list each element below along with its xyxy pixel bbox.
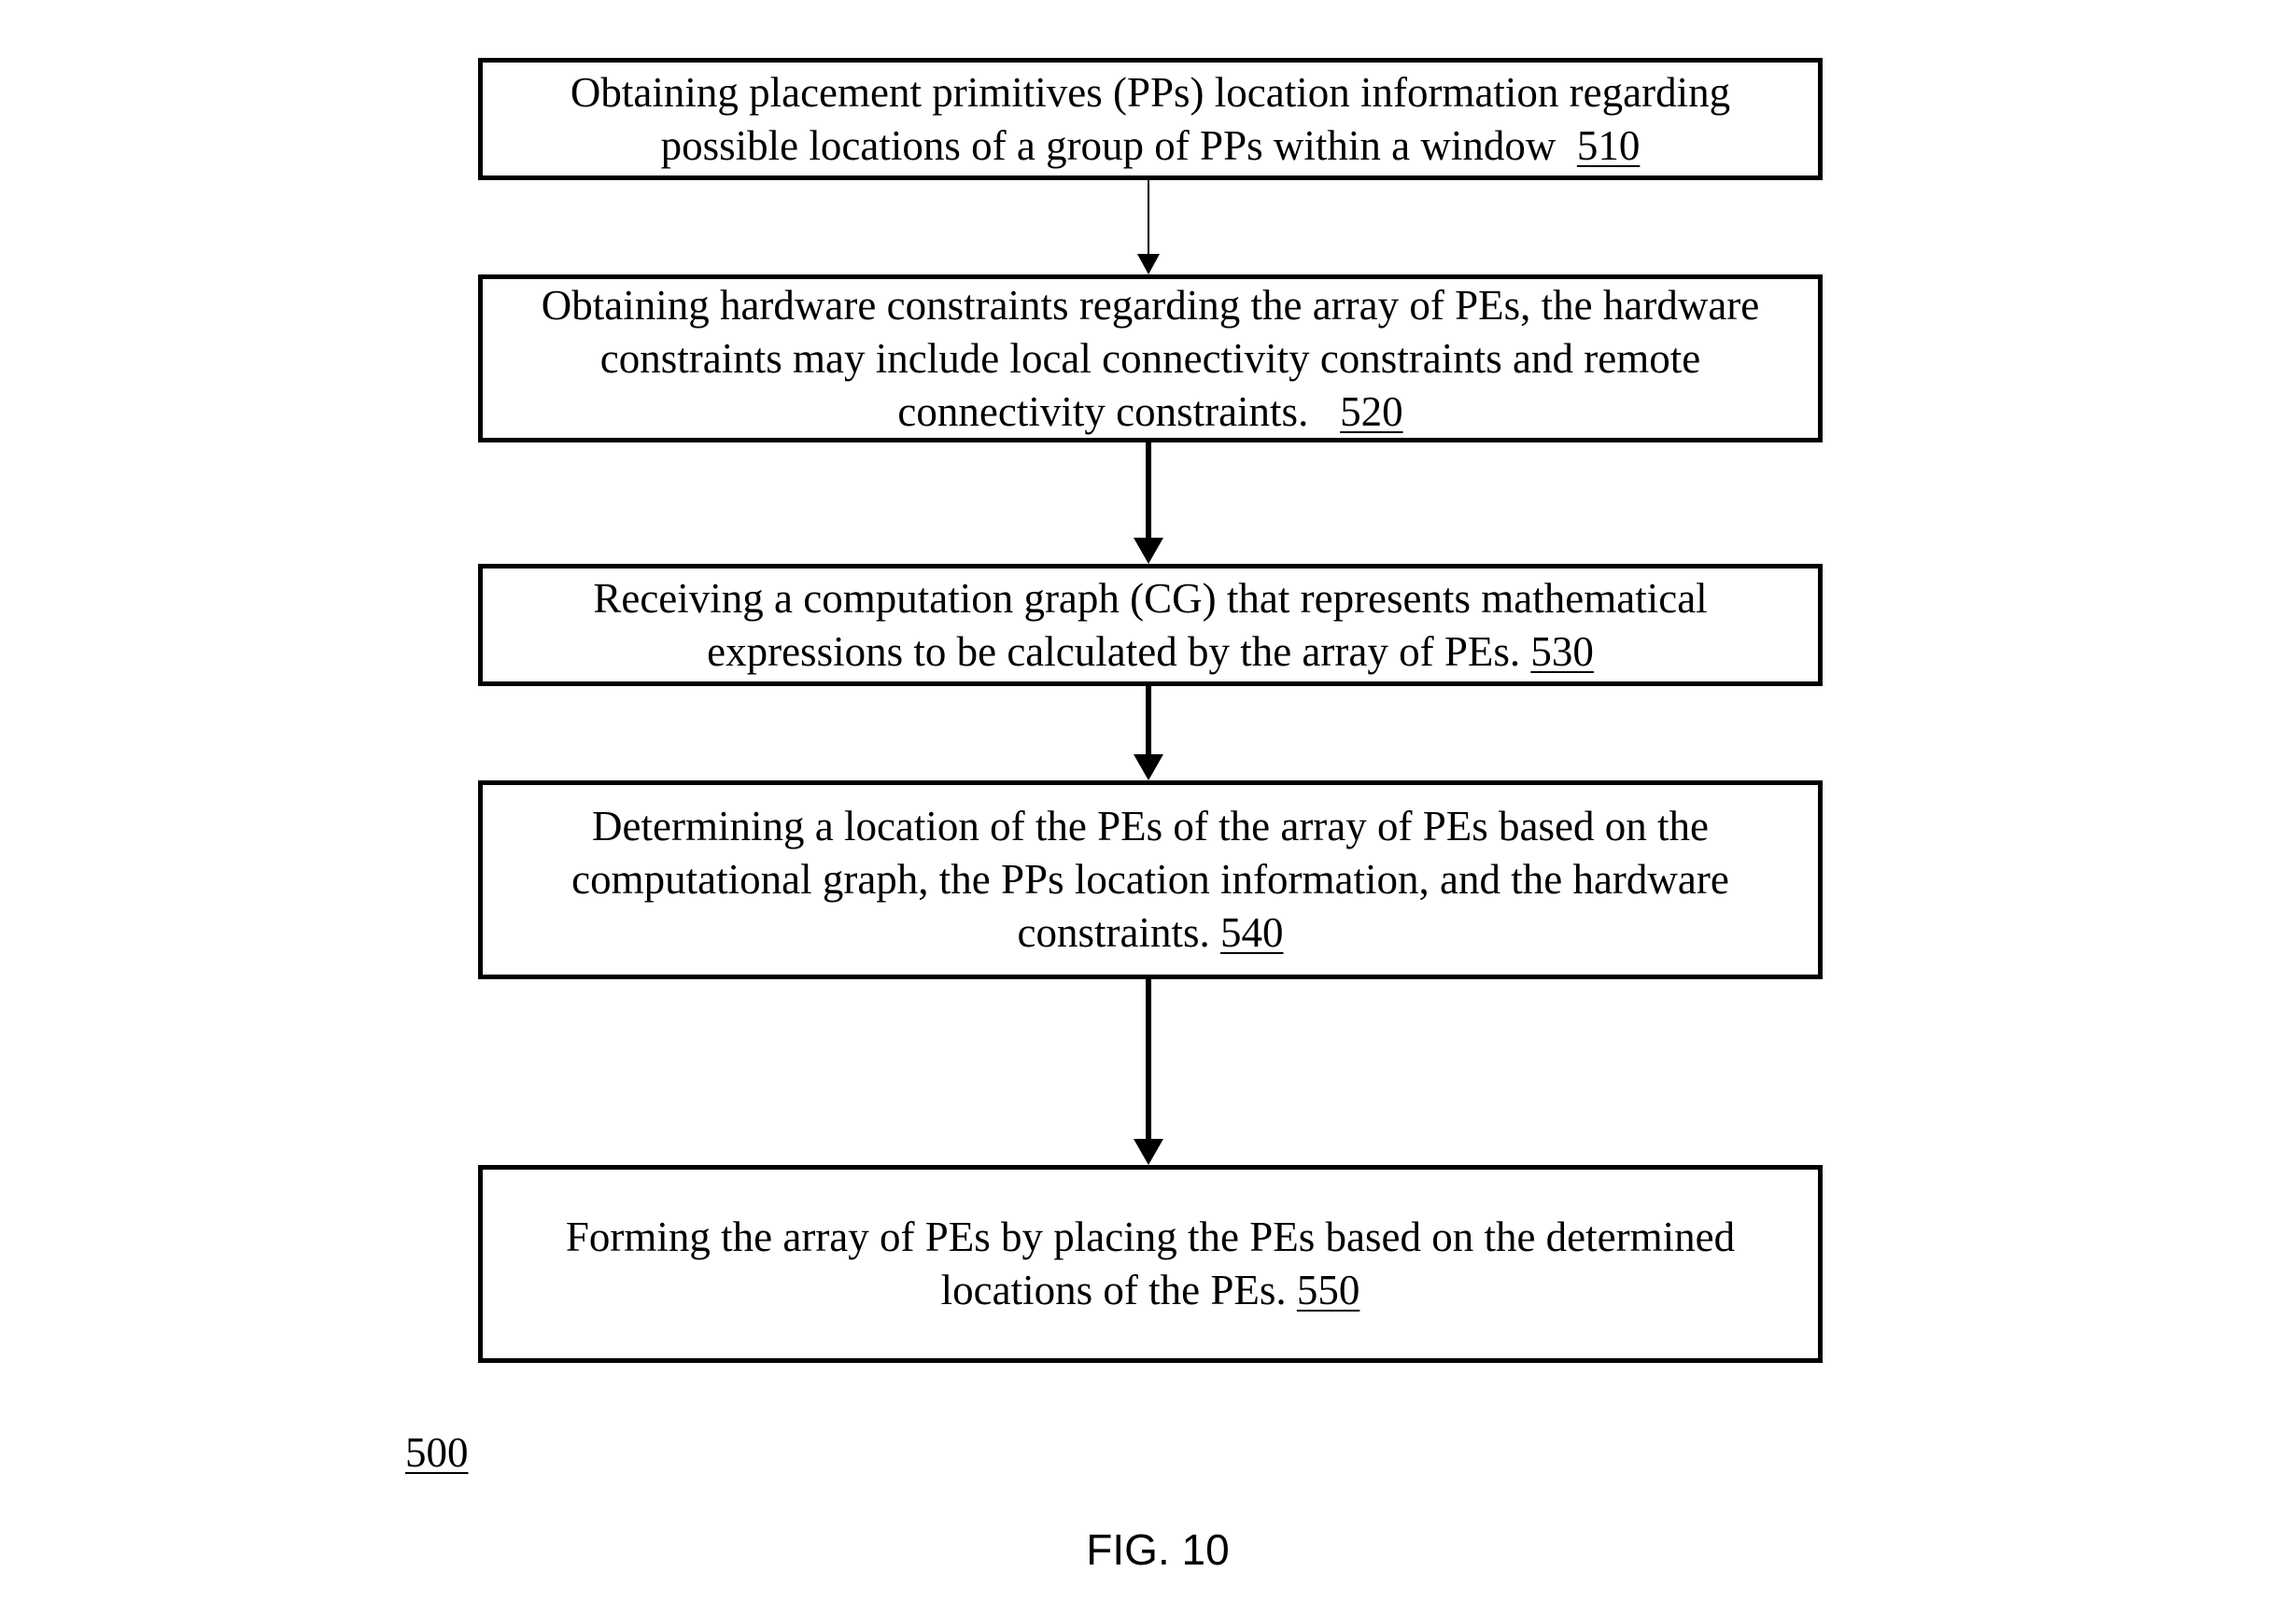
arrowhead-540-to-550	[1134, 1139, 1163, 1165]
step-text-510: Obtaining placement primitives (PPs) loc…	[506, 66, 1795, 173]
step-description: Forming the array of PEs by placing the …	[565, 1214, 1736, 1313]
step-ref-number: 550	[1296, 1267, 1360, 1313]
step-ref-number: 520	[1340, 387, 1403, 435]
step-box-510: Obtaining placement primitives (PPs) loc…	[478, 58, 1823, 180]
step-ref-number: 510	[1576, 121, 1641, 169]
figure-reference-number: 500	[405, 1429, 469, 1476]
step-ref-number: 530	[1530, 627, 1594, 675]
step-box-530: Receiving a computation graph (CG) that …	[478, 564, 1823, 686]
step-box-520: Obtaining hardware constraints regarding…	[478, 274, 1823, 442]
step-text-540: Determining a location of the PEs of the…	[506, 800, 1795, 960]
step-description: Determining a location of the PEs of the…	[571, 803, 1729, 956]
figure-caption: FIG. 10	[1086, 1525, 1230, 1574]
step-description: Receiving a computation graph (CG) that …	[593, 574, 1708, 675]
step-box-540: Determining a location of the PEs of the…	[478, 780, 1823, 979]
arrowhead-510-to-520	[1137, 254, 1160, 274]
step-text-530: Receiving a computation graph (CG) that …	[506, 572, 1795, 679]
step-text-550: Forming the array of PEs by placing the …	[506, 1211, 1795, 1317]
step-description: Obtaining hardware constraints regarding…	[541, 281, 1760, 435]
arrowhead-530-to-540	[1134, 754, 1163, 780]
arrowhead-520-to-530	[1134, 538, 1163, 564]
step-ref-number: 540	[1219, 909, 1284, 956]
step-text-520: Obtaining hardware constraints regarding…	[506, 279, 1795, 439]
step-box-550: Forming the array of PEs by placing the …	[478, 1165, 1823, 1363]
step-description: Obtaining placement primitives (PPs) loc…	[570, 68, 1731, 169]
